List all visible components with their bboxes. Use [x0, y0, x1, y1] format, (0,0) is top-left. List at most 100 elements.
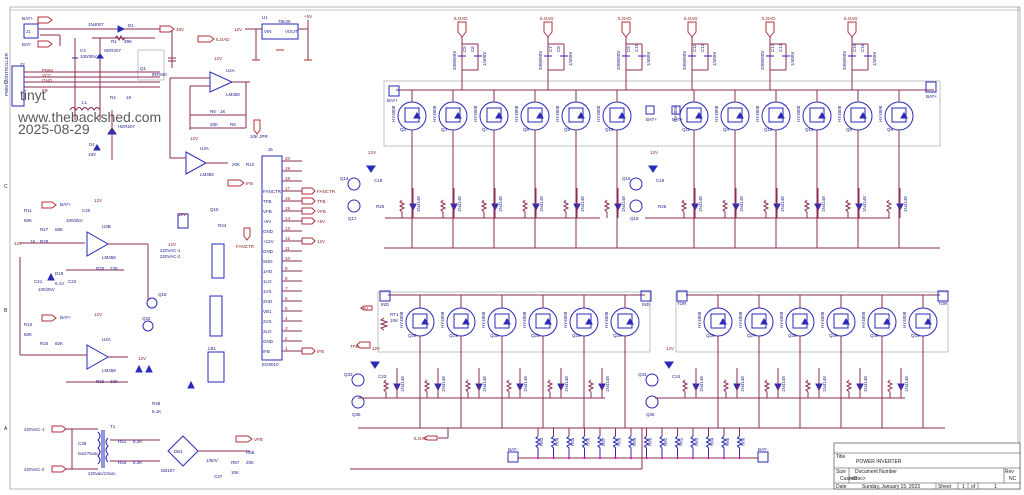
driver-q-lo: Q18 [630, 216, 639, 221]
r1-value: 39K [124, 39, 132, 44]
gate-resistor-icon [603, 199, 611, 213]
cap-big-value: 3300/60V [842, 51, 847, 70]
junction-dot [583, 456, 586, 460]
mosfet-part: HY4008 [755, 105, 760, 122]
j2-label: J2 [20, 62, 25, 67]
v5-port [360, 305, 373, 311]
driver-q-hi: Q33 [344, 372, 353, 377]
input-section: J1 BAT+ BAT- 1N4007 D1 48V R1 39K Q1 IRF… [4, 16, 230, 160]
j6-pin-name: GND [263, 229, 274, 234]
mosfet-icon [446, 307, 476, 337]
gate-resistor-icon [464, 379, 472, 393]
watermark: tinyt www.thebackshed.com 2025-08-29 [17, 87, 161, 137]
gate-resistor-icon [803, 199, 811, 213]
shunt-ref: R65 [725, 437, 730, 446]
j6-pin-name: SHD [263, 259, 273, 264]
u1-vin: VIN [264, 29, 272, 34]
bat-pad-label: BAT+ [646, 117, 657, 122]
j6-pin-number: 11 [285, 246, 290, 251]
transistor-icon [146, 297, 158, 309]
j6-net-label: 12V [317, 239, 325, 244]
junction-dot [536, 456, 540, 460]
gate-diode-part: 1N4148 [416, 196, 421, 212]
j1-label: J1 [26, 29, 31, 34]
cap-big-ref: C9 [626, 46, 631, 52]
d1-label: D1 [128, 23, 134, 28]
cap-val-left: 100/25V [38, 287, 55, 292]
bat-minus-pad-right [757, 451, 769, 463]
mosfet-icon [487, 307, 517, 337]
shunt-ref: R60 [648, 437, 653, 446]
transistor-hi-icon [645, 373, 659, 387]
u2a-part: LM358 [226, 92, 240, 97]
pin-vcc: VCC [42, 73, 52, 78]
gate-resistor-icon [382, 379, 390, 393]
u4a-part: LM358 [102, 368, 116, 373]
gate-resistor-icon [721, 199, 729, 213]
j6-pin-number: 8 [285, 276, 288, 281]
ac1-label: 220VAC-1 [160, 248, 181, 253]
mosfet-ref: Q7 [482, 127, 489, 132]
r32-val: 22K [110, 379, 118, 384]
u3a-part: LM358 [200, 172, 214, 177]
r30-label: R30 [96, 266, 105, 271]
j6-pin-name: 2VS [263, 319, 272, 324]
u2a-label: U2A [226, 68, 235, 73]
c38-label: C38 [78, 441, 87, 446]
bat-plus-port-3 [41, 314, 57, 322]
sheet-label: Sheet [938, 484, 952, 490]
mosfet-icon [744, 307, 774, 337]
body-diode-icon [859, 112, 867, 119]
iload-port [847, 21, 857, 38]
diode-d2-icon [96, 53, 104, 59]
d4-label: D4 [89, 142, 95, 147]
body-diode-icon [413, 112, 421, 119]
j6-pin-number: 20 [285, 156, 291, 161]
mosfet-part: HY4008 [902, 311, 907, 328]
title-block: Title POWER INVERTER Size Custom Documen… [833, 442, 1021, 490]
voltage-feedback: BAT+ R11 50K C20 100/25V R27 68K 12V 1K … [14, 198, 167, 414]
q1-heatsink-box [137, 49, 165, 81]
d2-part: HER207 [104, 48, 122, 53]
q18-label: Q18 [158, 292, 167, 297]
bottom-heatsink-right [675, 291, 949, 353]
shunt-ref: R57 [601, 437, 606, 446]
mosfet-icon [802, 101, 832, 131]
mosfet-channel [453, 313, 469, 329]
body-diode-icon [842, 318, 850, 325]
rev-value: NC [1009, 476, 1017, 482]
body-diode-icon [736, 112, 744, 119]
bat-minus-port [37, 40, 53, 48]
bat-pad-label: BAT+ [926, 94, 937, 99]
net-port [301, 197, 316, 205]
mosfet-part: HY4008 [738, 311, 743, 328]
led-icon [135, 364, 143, 373]
j6-pin-number: 4 [285, 316, 288, 321]
gate-resistor-icon [762, 199, 770, 213]
j6-pin-name: FANCTR [263, 189, 282, 194]
side-mark: C [4, 184, 8, 190]
u1-12v-label: 12V [234, 27, 242, 32]
j6-pin-name: 1LO [263, 279, 272, 284]
junction-dot [676, 456, 679, 460]
gate-diode-part: 1N4148 [904, 376, 909, 392]
r57-label: R57 [231, 460, 240, 465]
connector-j2 [11, 65, 25, 107]
body-diode-icon [924, 318, 932, 325]
shunt-ref: R56 [586, 437, 591, 446]
shunt-ref: R53 [539, 437, 544, 446]
mosfet-icon [867, 307, 897, 337]
transistor-hi-icon [629, 177, 643, 191]
l1-label: L1 [82, 100, 88, 105]
v5-label: +5V [360, 306, 368, 311]
mosfet-channel [412, 313, 428, 329]
iload-port [543, 21, 553, 38]
c4-label: C4 [80, 48, 86, 53]
body-diode-icon [544, 318, 552, 325]
fanctr-label: FANCTR [236, 244, 255, 249]
shunt-ref: R62 [679, 437, 684, 446]
shunt-resistor-icon [581, 435, 588, 458]
j6-pin-name: 1HO [263, 269, 273, 274]
size-value: Custom [840, 476, 857, 482]
cap-small-ref: C12 [700, 43, 705, 52]
